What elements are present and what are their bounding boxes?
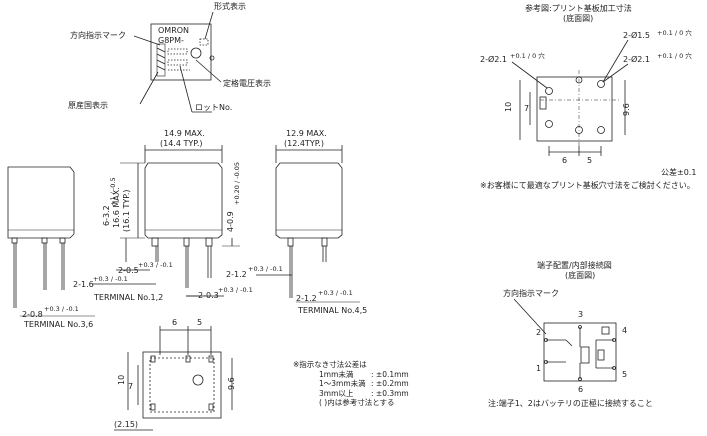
relay-bottom-view [114,326,233,431]
tolerance-row: 3mm以上: ±0.3mm [319,388,409,398]
terminal-num-2: 2 [536,328,542,337]
dim-2-0-8: 2-0.8 [22,310,43,319]
terminal-num-5: 5 [622,370,628,379]
dim-2-1-6-tol: +0.3 / -0.1 [93,275,128,283]
terminal-45-label: TERMINAL No.4,5 [298,306,368,315]
pcb-dim-5: 5 [587,156,593,165]
label-brand: OMRON [158,26,190,35]
dim-pin-len-a: 6-3.2 [102,205,111,226]
dim-2-0-3: 2-0.3 [198,291,219,300]
pcb-hole-2-1-a: 2-Ø2.1 [480,55,507,64]
pcb-dim-9-6: 9.6 [622,103,631,116]
dim-2-0-3-tol: +0.3 / -0.1 [218,286,253,294]
tolerance-note-title: ※指示なき寸法公差は [293,360,367,369]
relay-left-view [7,166,95,317]
bottom-dim-2-15: (2.15) [114,420,139,429]
tolerance-note: ※指示なき寸法公差は 1mm未満: ±0.1mm 1〜3mm未満: ±0.2mm… [293,360,409,408]
terminal-subtitle: (底面図) [565,271,596,280]
dim-2-0-5-tol: +0.3 / -0.1 [138,261,173,269]
pcb-title: 参考図:プリント基板加工寸法 [525,4,632,13]
dim-pin-len-b: 4-0.9 [226,211,235,232]
terminal-12-label: TERMINAL No.1,2 [94,293,164,302]
label-lot-no: ロットNo. [195,103,233,112]
dim-2-1-2-b: 2-1.2 [296,294,317,303]
pcb-hole-2-1-b: 2-Ø2.1 [623,55,650,64]
dim-2-1-6: 2-1.6 [73,280,94,289]
pcb-tolerance: 公差±0.1 [661,168,697,177]
dim-pin-len-b-tol: +0.20 / -0.05 [233,161,241,205]
relay-right-view [256,145,360,303]
dim-2-1-2-a-tol: +0.3 / -0.1 [248,265,283,273]
terminal-diagram [513,298,617,382]
terminal-direction-mark: 方向指示マーク [503,289,559,298]
dim-width-max: 14.9 MAX. [164,129,205,138]
pcb-dim-7: 7 [524,104,530,113]
pcb-dim-6: 6 [562,156,568,165]
bottom-dim-5: 5 [197,318,203,327]
dim-2-1-2-a: 2-1.2 [226,270,247,279]
pcb-subtitle: (底面図) [563,14,594,23]
dim-depth-max: 12.9 MAX. [286,129,327,138]
tolerance-row: 1〜3mm未満: ±0.2mm [319,379,409,388]
pcb-hole-2-1-b-tol: +0.1 / 0 穴 [657,52,692,60]
bottom-dim-10: 10 [117,374,126,385]
terminal-num-3: 3 [578,310,584,319]
label-rated-voltage: 定格電圧表示 [223,79,271,88]
label-direction-mark: 方向指示マーク [70,31,126,40]
label-type-display: 形式表示 [214,2,246,11]
pcb-note: ※お客様にて最適なプリント基板穴寸法をご検討ください。 [480,181,695,190]
bottom-dim-6: 6 [172,318,178,327]
dim-2-0-8-tol: +0.3 / -0.1 [44,305,79,313]
relay-top-view [133,11,222,113]
tolerance-row-ref: ( )内は参考寸法とする [319,398,395,407]
label-model: G8PM- [158,36,184,45]
dim-depth-typ: (12.4TYP.) [284,139,324,148]
terminal-num-6: 6 [578,385,584,394]
pcb-layout-view [511,39,629,156]
terminal-title: 端子配置/内部接続図 [537,261,612,270]
pcb-hole-2-1-a-tol: +0.1 / 0 穴 [510,52,545,60]
terminal-note: 注:端子1、2はバッテリの正極に接続すること [488,399,653,408]
dim-height-typ: (16.1 TYP.) [122,189,131,233]
bottom-dim-9-6: 9.6 [227,377,236,390]
bottom-dim-7: 7 [128,382,134,391]
terminal-num-1: 1 [536,364,542,373]
label-origin: 原産国表示 [68,101,108,110]
tolerance-row: 1mm未満: ±0.1mm [319,369,409,379]
terminal-num-4: 4 [622,326,628,335]
relay-front-view [92,145,240,297]
terminal-36-label: TERMINAL No.3,6 [24,320,94,329]
pcb-hole-1-5-tol: +0.1 / 0 穴 [657,29,692,37]
pcb-hole-1-5: 2-Ø1.5 [623,31,650,40]
pcb-dim-10: 10 [504,101,513,112]
dim-2-1-2-b-tol: +0.3 / -0.1 [318,289,353,297]
dim-2-0-5: 2-0.5 [118,266,139,275]
dim-pin-len-a-tol: +1 / -0.5 [109,177,117,206]
dim-width-typ: (14.4 TYP.) [160,139,203,148]
